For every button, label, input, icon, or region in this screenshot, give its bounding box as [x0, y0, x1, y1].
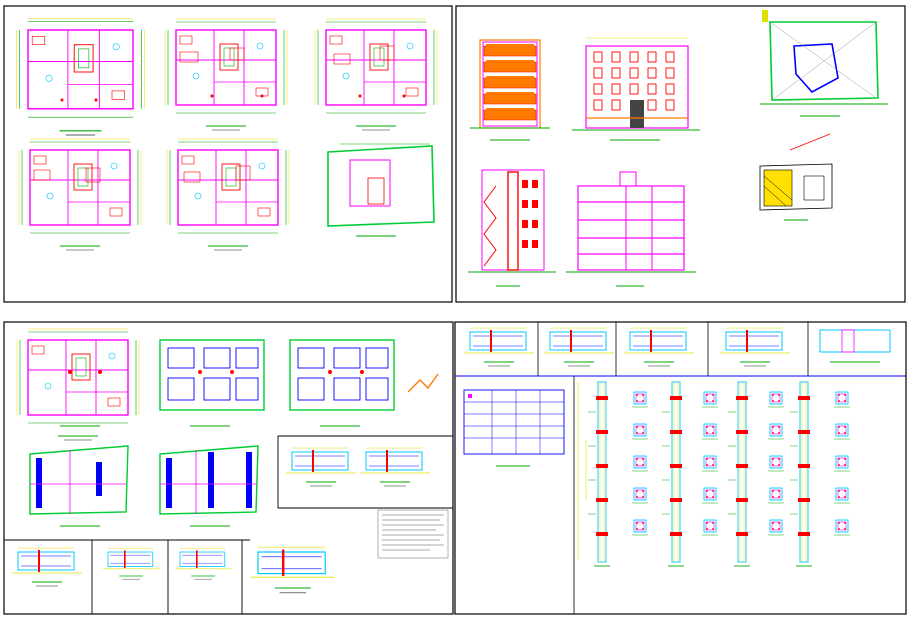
side-elevation: [572, 37, 700, 141]
column-head-detail: [819, 329, 891, 363]
site-plan: [760, 10, 888, 117]
panel-foundation-plans: [3, 321, 454, 615]
panel-floor-plans: [3, 5, 453, 303]
stair-section: [468, 169, 556, 287]
panel-elevations: [455, 5, 906, 303]
roof-plan: [327, 143, 435, 237]
slab-plans: [29, 445, 259, 527]
panel-column-details: [454, 321, 907, 615]
location-plan: [759, 133, 833, 221]
column-schedule-table: [463, 389, 565, 467]
longitudinal-section: [566, 171, 696, 287]
general-notes-block: [377, 509, 449, 559]
front-elevation: [470, 39, 550, 141]
